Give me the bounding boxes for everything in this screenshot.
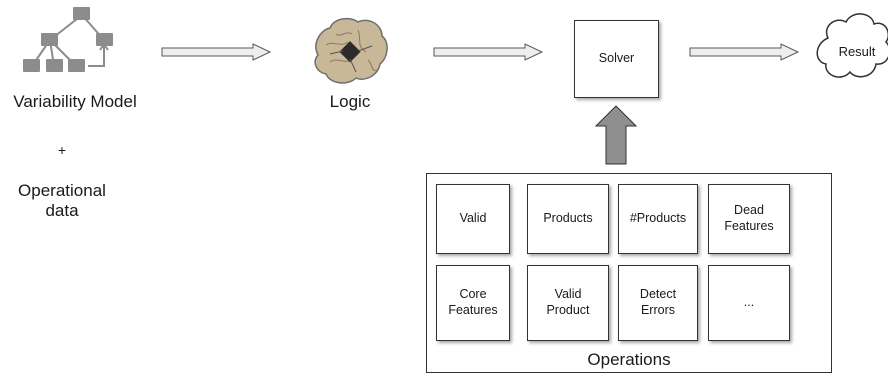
solver-box: Solver <box>574 20 659 98</box>
variability-model-label: Variability Model <box>13 92 137 111</box>
operation-products: Products <box>527 184 609 254</box>
operation-valid: Valid <box>436 184 510 254</box>
operation-valid-product: Valid Product <box>527 265 609 341</box>
operation-count-products: #Products <box>618 184 698 254</box>
result-label: Result <box>838 44 876 59</box>
operations-title: Operations <box>587 350 671 369</box>
logic-label: Logic <box>329 92 371 111</box>
operation-detect-errors: Detect Errors <box>618 265 698 341</box>
plus-sign: + <box>57 142 67 158</box>
operation-core-features: Core Features <box>436 265 510 341</box>
operation-dead-features: Dead Features <box>708 184 790 254</box>
operational-data-label: Operational data <box>18 181 106 220</box>
operation-more: ... <box>708 265 790 341</box>
solver-label: Solver <box>598 51 635 66</box>
